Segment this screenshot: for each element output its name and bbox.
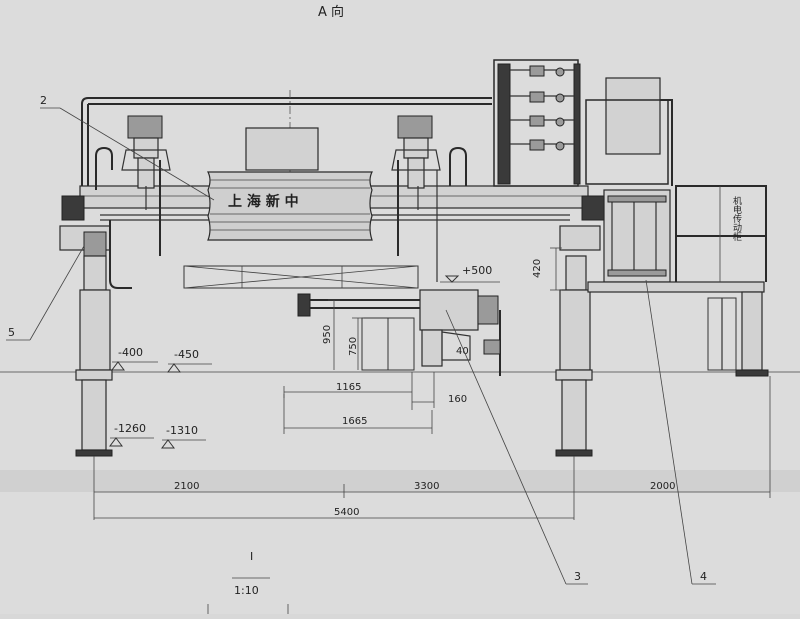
svg-text:-1310: -1310 — [166, 424, 198, 437]
traverse-carriage — [183, 265, 419, 289]
valve-rack — [493, 59, 581, 187]
left-motor — [59, 195, 132, 289]
roller-drive — [297, 289, 501, 376]
fold-crease — [0, 470, 800, 492]
elevation-plus500: +500 — [440, 264, 500, 283]
svg-text:1:10: 1:10 — [234, 584, 259, 597]
cabinet-label: 机电传动柜 — [731, 195, 742, 242]
center-pedestal — [361, 317, 415, 371]
svg-text:2: 2 — [40, 94, 47, 107]
callout-2: 2 — [40, 94, 215, 201]
banner-text: 上 海 新 中 — [228, 193, 299, 210]
elevation-minus400: -400 — [111, 346, 158, 371]
svg-text:950: 950 — [322, 325, 333, 344]
svg-text:3: 3 — [574, 570, 581, 583]
dimension-3300: 3300 — [414, 481, 439, 492]
callout-5: 5 — [6, 245, 85, 341]
fabric-roll: 上 海 新 中 — [207, 127, 373, 241]
dimension-chain-bottom: 2100 3300 2000 5400 — [93, 376, 771, 520]
dimension-420: 420 — [532, 247, 562, 291]
svg-text:+500: +500 — [462, 264, 492, 277]
operator-platform: 机电传动柜 — [587, 185, 769, 377]
dimension-950: 950 — [322, 299, 340, 370]
elevation-minus450: -450 — [167, 348, 212, 373]
dimension-160: 160 — [412, 372, 467, 408]
dimension-5400: 5400 — [334, 507, 359, 518]
dimension-750: 750 — [348, 317, 364, 370]
svg-text:-450: -450 — [174, 348, 199, 361]
section-label: I 1:10 — [207, 550, 289, 614]
svg-text:1165: 1165 — [336, 382, 361, 393]
top-pipe-rail — [81, 90, 492, 230]
callout-3: 3 — [445, 309, 588, 585]
left-gun-head — [95, 115, 171, 256]
svg-text:5: 5 — [8, 326, 15, 339]
elevation-minus1310: -1310 — [161, 424, 206, 449]
svg-text:-1260: -1260 — [114, 422, 146, 435]
svg-text:750: 750 — [348, 337, 359, 356]
dimension-2000: 2000 — [650, 481, 675, 492]
electric-cabinet-top — [585, 77, 673, 186]
svg-text:1665: 1665 — [342, 416, 367, 427]
svg-text:4: 4 — [700, 570, 707, 583]
dimension-40: 40 — [456, 346, 469, 357]
left-column — [75, 255, 113, 457]
view-title: A 向 — [318, 4, 344, 20]
svg-text:I: I — [250, 550, 253, 563]
right-gun-head — [391, 115, 467, 282]
control-panel — [603, 189, 671, 283]
svg-text:160: 160 — [448, 394, 467, 405]
elevation-minus1260: -1260 — [109, 422, 154, 447]
right-motor — [559, 195, 605, 251]
svg-text:-400: -400 — [118, 346, 143, 359]
dimension-2100: 2100 — [174, 481, 199, 492]
svg-text:420: 420 — [532, 259, 543, 278]
dimension-1665: 1665 — [283, 394, 433, 434]
right-column — [555, 255, 593, 457]
callout-4: 4 — [645, 279, 716, 585]
